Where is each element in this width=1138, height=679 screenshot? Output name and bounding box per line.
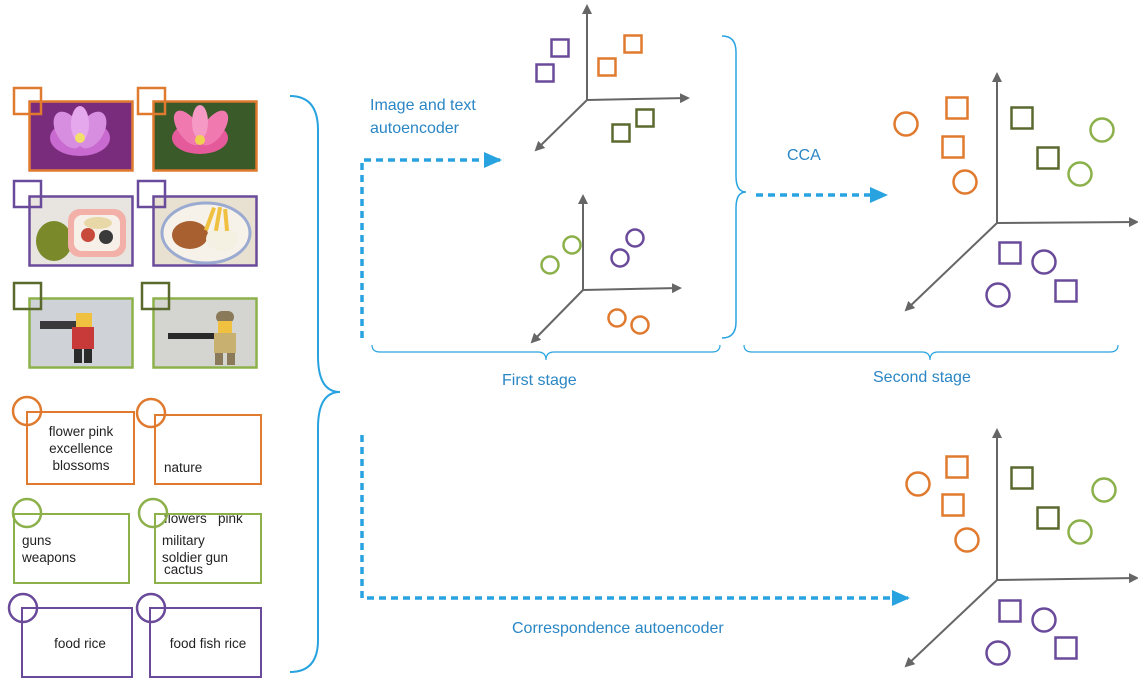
square-point (1054, 636, 1078, 660)
text-line: food rice (54, 636, 106, 651)
circle-point (610, 248, 630, 268)
circle-point (1067, 161, 1093, 187)
text-box-label: food rice (30, 635, 130, 652)
square-point (635, 108, 655, 128)
square-point (1036, 506, 1060, 530)
image-marker-square (12, 281, 43, 311)
square-point (611, 123, 631, 143)
image-marker-square (12, 86, 43, 116)
circle-point (893, 111, 919, 137)
input-brace (289, 95, 341, 673)
label-line: autoencoder (370, 120, 459, 137)
first-stage-brace (721, 35, 747, 339)
text-marker-circle (7, 592, 39, 624)
text-box-frame (13, 513, 130, 584)
text-line: nature (164, 460, 203, 475)
circle-point (1031, 607, 1057, 633)
text-marker-circle (137, 497, 169, 529)
circle-point (905, 471, 931, 497)
common-space-axes (904, 72, 1138, 312)
square-point (1054, 279, 1078, 303)
square-point (1010, 466, 1034, 490)
text-box-frame (21, 607, 133, 678)
circle-point (562, 235, 582, 255)
label-line: Image and text (370, 97, 476, 114)
square-point (945, 96, 969, 120)
circle-point (625, 228, 645, 248)
image-thumbnail (152, 100, 258, 172)
circle-point (985, 640, 1011, 666)
square-point (945, 455, 969, 479)
image-marker-square (136, 86, 167, 116)
text-marker-circle (11, 497, 43, 529)
text-line: flower pink (48, 424, 114, 439)
square-point (550, 38, 570, 58)
correspondence-flow-arrow (360, 435, 910, 606)
square-point (998, 599, 1022, 623)
autoencoder-flow-arrow (360, 152, 502, 338)
circle-point (985, 282, 1011, 308)
second-stage-bottom-brace (743, 344, 1119, 361)
image-space-axes (534, 4, 690, 152)
image-thumbnail (152, 297, 258, 369)
text-line: weapons (22, 550, 77, 565)
image-marker-square (12, 179, 43, 209)
circle-point (1089, 117, 1115, 143)
circle-point (1031, 249, 1057, 275)
text-box-label: military soldier gun (162, 532, 256, 566)
square-point (998, 241, 1022, 265)
circle-point (1067, 519, 1093, 545)
text-marker-circle (135, 592, 167, 624)
circle-point (954, 527, 980, 553)
square-point (623, 34, 643, 54)
square-point (1036, 146, 1060, 170)
text-line: cactus (164, 562, 204, 577)
correspondence-space-axes (904, 428, 1138, 668)
image-text-autoencoder-label: Image and text autoencoder (370, 94, 476, 140)
text-marker-circle (135, 397, 167, 429)
image-marker-square (136, 179, 167, 209)
circle-point (952, 169, 978, 195)
image-thumbnail (152, 195, 258, 267)
text-line: excellence (49, 441, 113, 456)
text-box-label: food fish rice (156, 635, 260, 652)
circle-point (540, 255, 560, 275)
correspondence-autoencoder-label: Correspondence autoencoder (512, 620, 724, 637)
text-box-frame (154, 513, 262, 584)
second-stage-label: Second stage (873, 369, 971, 386)
square-point (941, 493, 965, 517)
image-marker-square (140, 281, 171, 311)
text-line: military (162, 533, 205, 548)
text-line: blossoms (52, 458, 110, 473)
text-marker-circle (11, 395, 43, 427)
text-box-label: guns weapons (22, 532, 116, 566)
image-thumbnail (28, 195, 134, 267)
square-point (1010, 106, 1034, 130)
image-thumbnail (28, 100, 134, 172)
square-point (535, 63, 555, 83)
cca-label: CCA (787, 147, 821, 164)
image-thumbnail (28, 297, 134, 369)
text-line: soldier gun (162, 550, 229, 565)
text-space-axes (530, 194, 682, 344)
text-box-label: flower pink excellence blossoms (34, 423, 128, 474)
text-line: food fish rice (169, 636, 247, 651)
first-stage-label: First stage (502, 372, 577, 389)
first-stage-bottom-brace (371, 344, 721, 361)
text-box-frame (26, 411, 135, 485)
circle-point (1091, 477, 1117, 503)
text-line: guns (22, 533, 52, 548)
square-point (941, 135, 965, 159)
text-box-frame (154, 414, 262, 485)
circle-point (630, 315, 650, 335)
circle-point (607, 308, 627, 328)
square-point (597, 57, 617, 77)
text-box-frame (149, 607, 262, 678)
embedding-points (535, 34, 1117, 666)
